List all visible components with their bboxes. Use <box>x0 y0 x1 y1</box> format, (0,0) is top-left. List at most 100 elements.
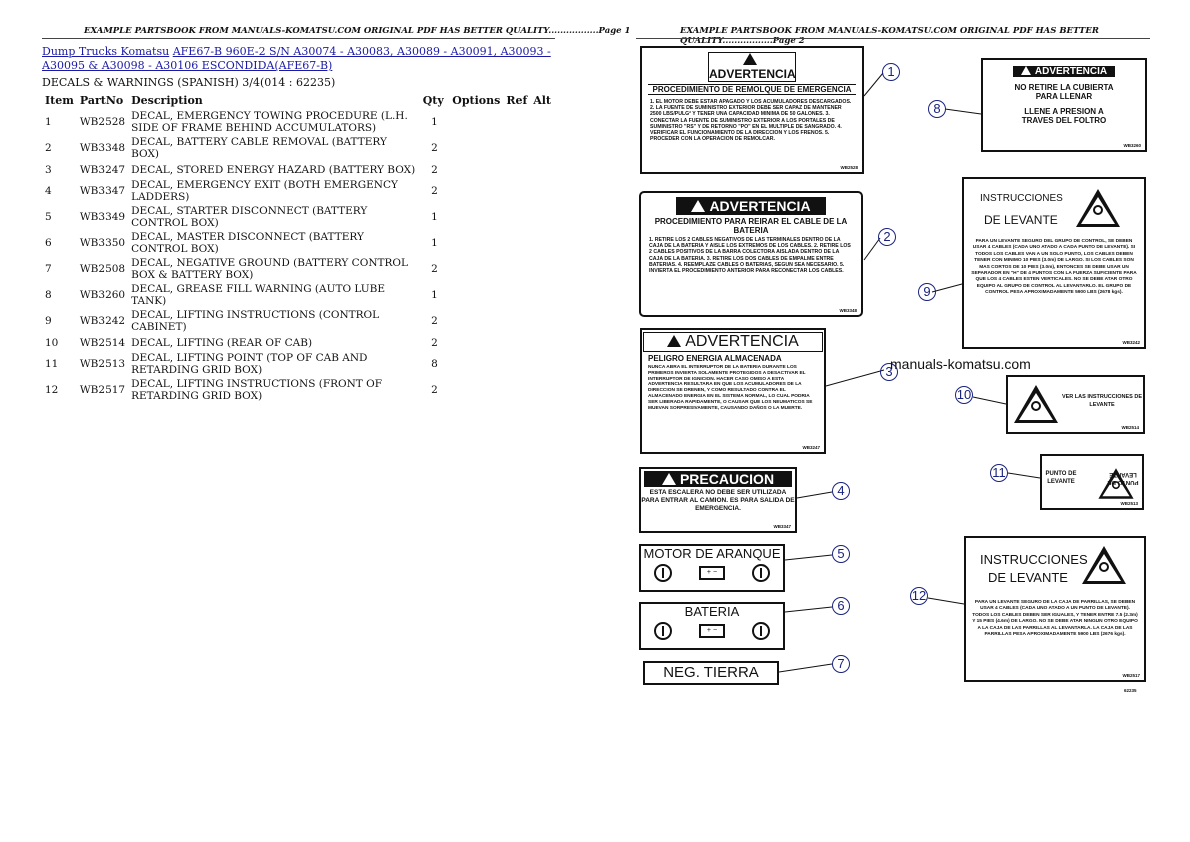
cell-qty: 8 <box>431 358 438 370</box>
table-header-row: Item PartNo Description Qty Options Ref … <box>42 92 554 109</box>
leader-6 <box>784 606 833 613</box>
cell-qty: 1 <box>431 289 438 301</box>
cell-partno: WB3247 <box>79 163 126 176</box>
cell-item: 8 <box>45 289 52 301</box>
leader-8 <box>944 108 982 115</box>
decal-11: PUNTO DE LEVANTE PUNTO DE LEVANTE WB2513 <box>1040 454 1144 510</box>
cell-description: DECAL, EMERGENCY EXIT (BOTH EMERGENCY LA… <box>131 179 398 203</box>
decal-5-terminals: + − <box>641 562 783 584</box>
decal-2-text: 1. RETIRE LOS 2 CABLES NEGATIVOS DE LAS … <box>649 237 851 275</box>
leader-1 <box>863 72 884 97</box>
decal-4: PRECAUCION ESTA ESCALERA NO DEBE SER UTI… <box>639 467 797 533</box>
cell-item: 12 <box>45 384 59 396</box>
cell-qty: 2 <box>431 336 438 349</box>
breadcrumb-link-model[interactable]: AFE67-B 960E-2 S/N A30074 - A30083, A300… <box>42 45 551 72</box>
cell-description: DECAL, STORED ENERGY HAZARD (BATTERY BOX… <box>131 163 416 176</box>
terminal-icon <box>654 622 673 640</box>
page-header-left: EXAMPLE PARTSBOOK FROM MANUALS-KOMATSU.C… <box>84 26 631 36</box>
col-header-options: Options <box>452 94 501 107</box>
decal-2-banner: ADVERTENCIA <box>676 197 826 215</box>
warning-triangle-icon <box>1020 66 1031 75</box>
decal-7: NEG. TIERRA <box>643 661 779 685</box>
callout-10: 10 <box>955 386 973 404</box>
decal-8: ADVERTENCIA NO RETIRE LA CUBIERTA PARA L… <box>981 58 1147 152</box>
cell-partno: WB3348 <box>79 142 126 154</box>
lifting-hook-icon <box>1082 546 1126 589</box>
breadcrumb-link-dump-trucks[interactable]: Dump Trucks Komatsu <box>42 45 170 58</box>
leader-2 <box>863 237 881 261</box>
cell-qty: 2 <box>431 142 438 154</box>
decal-10-code: WB2514 <box>1121 425 1139 430</box>
col-header-qty: Qty <box>422 94 444 107</box>
cell-item: 9 <box>45 315 52 327</box>
decal-9-title1: INSTRUCCIONES <box>980 193 1063 204</box>
cell-description: DECAL, LIFTING INSTRUCTIONS (FRONT OF RE… <box>131 378 383 402</box>
decal-6: BATERIA + − <box>639 602 785 650</box>
cell-partno: WB3242 <box>79 315 126 327</box>
header-rule-right <box>636 38 1150 39</box>
warning-triangle-icon <box>691 200 706 212</box>
callout-11: 11 <box>990 464 1008 482</box>
callout-2: 2 <box>878 228 896 246</box>
col-header-description: Description <box>131 94 203 107</box>
decal-12-title2: DE LEVANTE <box>988 570 1068 585</box>
decal-2-title: PROCEDIMIENTO PARA REIRAR EL CABLE DE LA… <box>654 217 848 235</box>
header-rule-left <box>42 38 555 39</box>
cell-qty: 2 <box>431 263 438 275</box>
leader-12 <box>927 597 965 605</box>
decal-1: ADVERTENCIA PROCEDIMIENTO DE REMOLQUE DE… <box>640 46 864 174</box>
decal-3: ADVERTENCIA PELIGRO ENERGIA ALMACENADA N… <box>640 328 826 454</box>
watermark: manuals-komatsu.com <box>890 356 1031 372</box>
callout-12: 12 <box>910 587 928 605</box>
terminal-icon <box>751 564 770 582</box>
cell-item: 10 <box>45 336 59 349</box>
decal-3-code: WB3247 <box>802 445 820 450</box>
cell-qty: 2 <box>431 163 438 176</box>
cell-item: 11 <box>45 358 59 370</box>
lifting-hook-icon <box>1014 385 1058 428</box>
cell-item: 7 <box>45 263 52 275</box>
decal-2: ADVERTENCIA PROCEDIMIENTO PARA REIRAR EL… <box>639 191 863 317</box>
decal-4-code: WB3347 <box>773 524 791 529</box>
leader-3 <box>825 369 885 387</box>
decal-8-code: WB3260 <box>1123 143 1141 148</box>
cell-qty: 2 <box>431 185 438 197</box>
decal-6-title: BATERIA <box>684 604 740 619</box>
decal-1-text: 1. EL MOTOR DEBE ESTAR APAGADO Y LOS ACU… <box>650 99 852 143</box>
decal-8-line1: NO RETIRE LA CUBIERTA PARA LLENAR <box>1014 83 1114 101</box>
cell-item: 5 <box>45 211 52 223</box>
decal-4-banner: PRECAUCION <box>644 471 792 487</box>
callout-5: 5 <box>832 545 850 563</box>
decal-10-text: VER LAS INSTRUCCIONES DE LEVANTE <box>1061 394 1143 408</box>
decal-2-code: WB3348 <box>839 308 857 313</box>
section-title: DECALS & WARNINGS (SPANISH) 3/4(014 : 62… <box>42 76 336 89</box>
decal-4-text: ESTA ESCALERA NO DEBE SER UTILIZADA PARA… <box>641 489 795 512</box>
cell-partno: WB3350 <box>79 237 126 249</box>
decal-9: INSTRUCCIONES DE LEVANTE PARA UN LEVANTE… <box>962 177 1146 349</box>
cell-partno: WB2513 <box>79 358 126 370</box>
cell-description: DECAL, LIFTING (REAR OF CAB) <box>131 336 313 349</box>
terminal-icon <box>751 622 770 640</box>
cell-description: DECAL, BATTERY CABLE REMOVAL (BATTERY BO… <box>131 136 387 160</box>
decal-1-banner: ADVERTENCIA <box>708 52 796 82</box>
cell-item: 6 <box>45 237 52 249</box>
cell-item: 1 <box>45 116 52 128</box>
callout-4: 4 <box>832 482 850 500</box>
col-header-ref: Ref <box>506 94 528 107</box>
leader-9 <box>931 283 963 293</box>
cell-partno: WB2508 <box>79 263 126 275</box>
decal-11-text: PUNTO DE LEVANTE <box>1045 471 1077 485</box>
warning-triangle-icon <box>661 473 676 485</box>
leader-7 <box>778 663 833 673</box>
cell-partno: WB2514 <box>79 336 126 349</box>
table-row: 10 WB2514 DECAL, LIFTING (REAR OF CAB) 2 <box>42 334 554 351</box>
col-header-item: Item <box>45 94 74 107</box>
